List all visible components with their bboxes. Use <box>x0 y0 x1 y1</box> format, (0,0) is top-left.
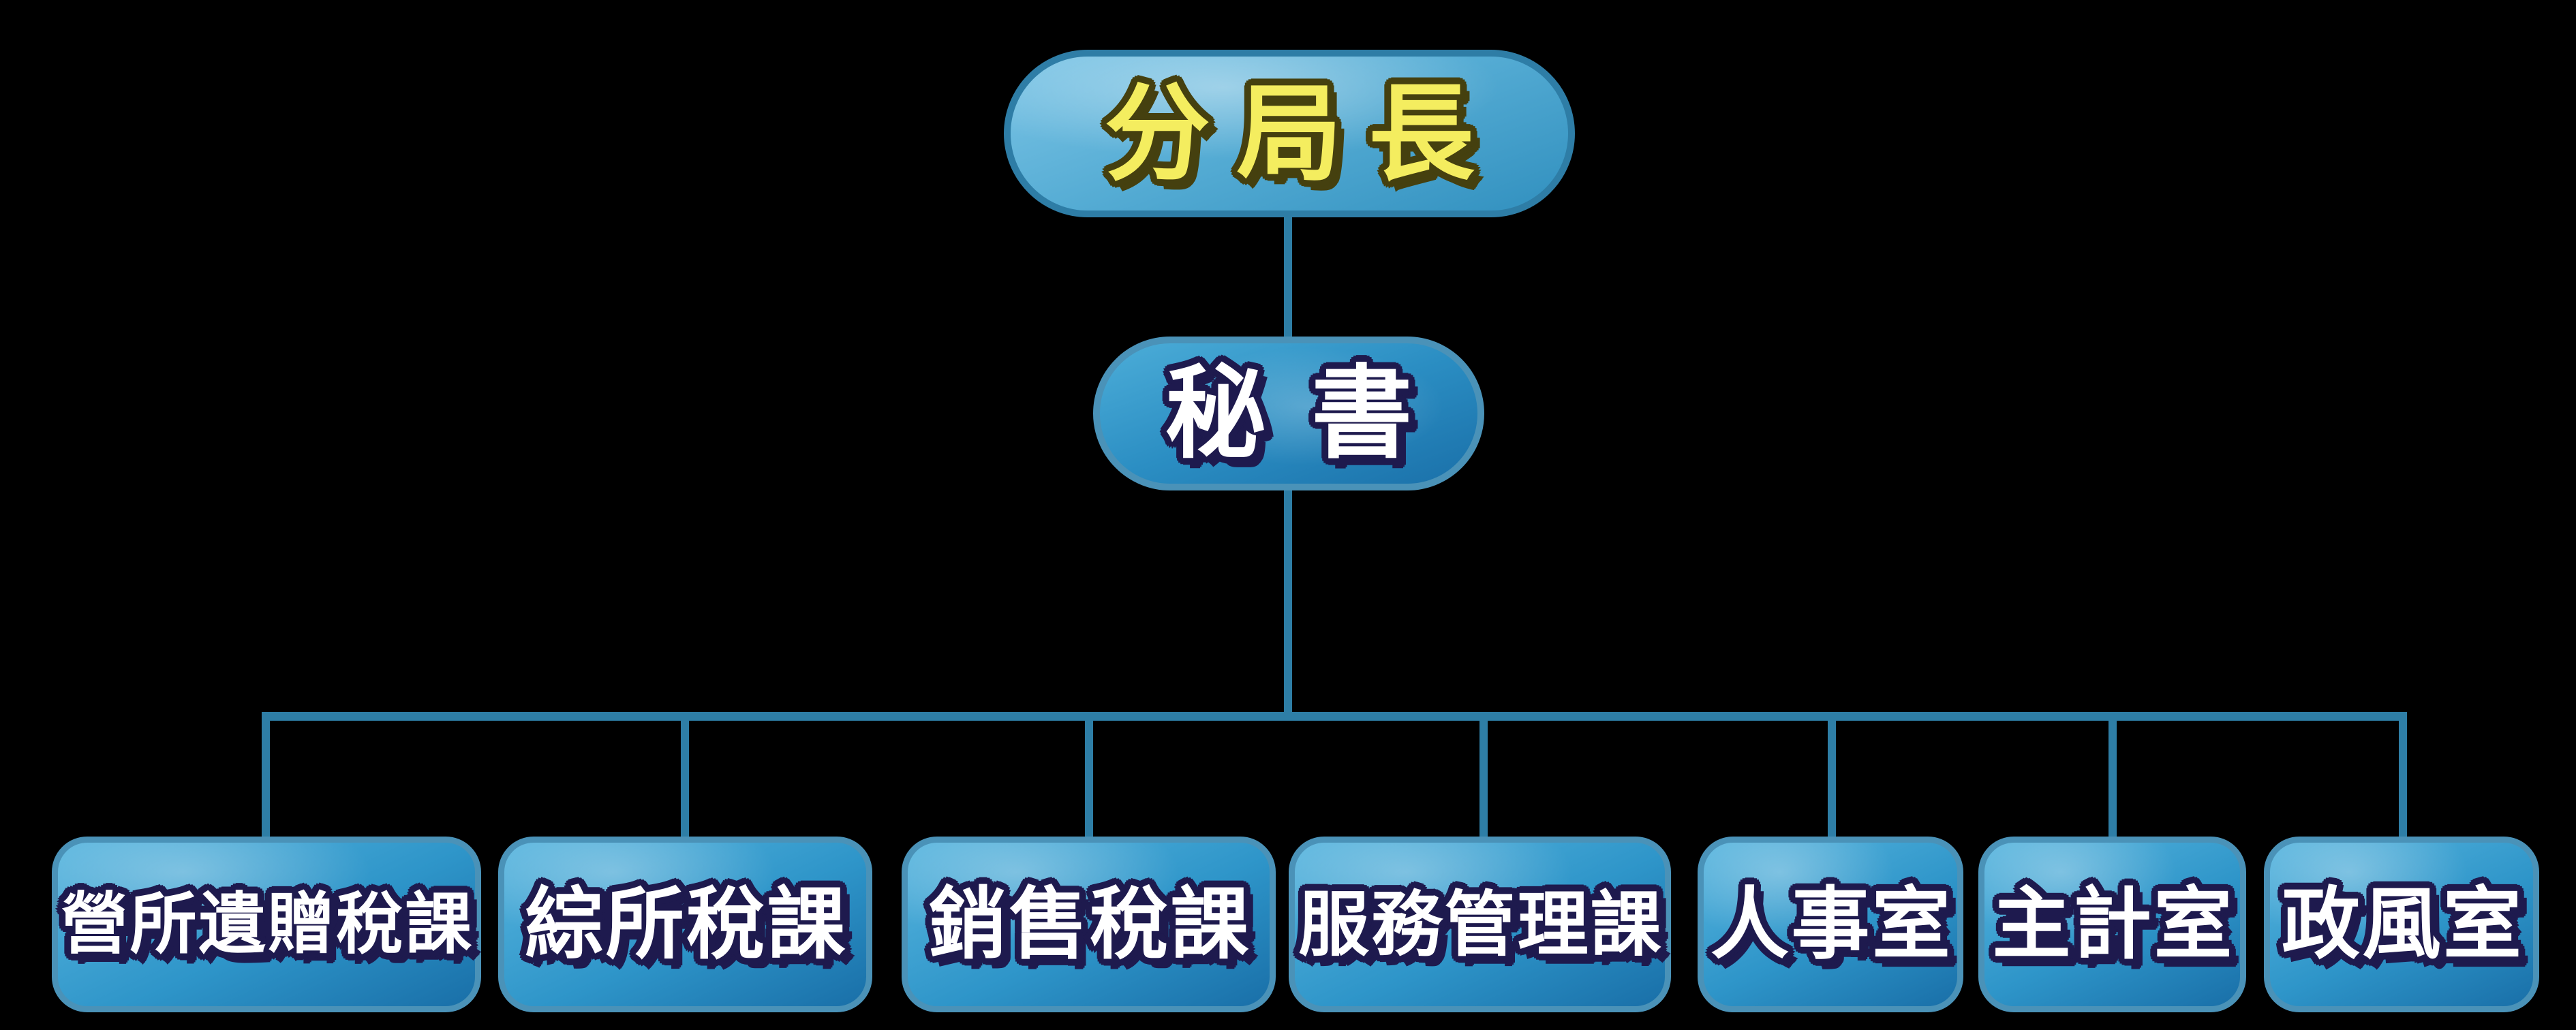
org-node-dept-1-label: 營所遺贈稅課 <box>61 886 474 963</box>
org-node-director: 分局長 <box>1004 50 1575 217</box>
org-node-dept-2: 綜所稅課 <box>498 837 872 1012</box>
connector-horizontal-rail <box>262 712 2407 721</box>
connector-drop-7 <box>2399 715 2407 841</box>
org-node-dept-3-label: 銷售稅課 <box>928 878 1252 970</box>
org-node-dept-1: 營所遺贈稅課 <box>52 837 481 1012</box>
org-node-secretary-label: 秘書 <box>1165 355 1458 472</box>
connector-drop-5 <box>1828 715 1836 841</box>
connector-drop-1 <box>262 715 270 841</box>
connector-secretary-trunk <box>1284 488 1292 717</box>
org-node-dept-3: 銷售稅課 <box>902 837 1276 1012</box>
org-node-secretary: 秘書 <box>1093 337 1484 490</box>
org-node-dept-5-label: 人事室 <box>1711 878 1953 970</box>
connector-drop-3 <box>1085 715 1093 841</box>
connector-drop-4 <box>1479 715 1488 841</box>
org-node-dept-2-label: 綜所稅課 <box>525 878 848 970</box>
connector-director-secretary <box>1284 217 1292 339</box>
org-node-dept-7-label: 政風室 <box>2282 878 2524 970</box>
org-node-director-label: 分局長 <box>1104 72 1501 196</box>
org-node-dept-4-label: 服務管理課 <box>1298 883 1663 966</box>
org-node-dept-7: 政風室 <box>2264 837 2539 1012</box>
org-node-dept-4: 服務管理課 <box>1289 837 1671 1012</box>
connector-drop-2 <box>681 715 689 841</box>
org-node-dept-6-label: 主計室 <box>1992 878 2235 970</box>
org-node-dept-5: 人事室 <box>1698 837 1963 1012</box>
org-node-dept-6: 主計室 <box>1978 837 2246 1012</box>
connector-drop-6 <box>2109 715 2117 841</box>
